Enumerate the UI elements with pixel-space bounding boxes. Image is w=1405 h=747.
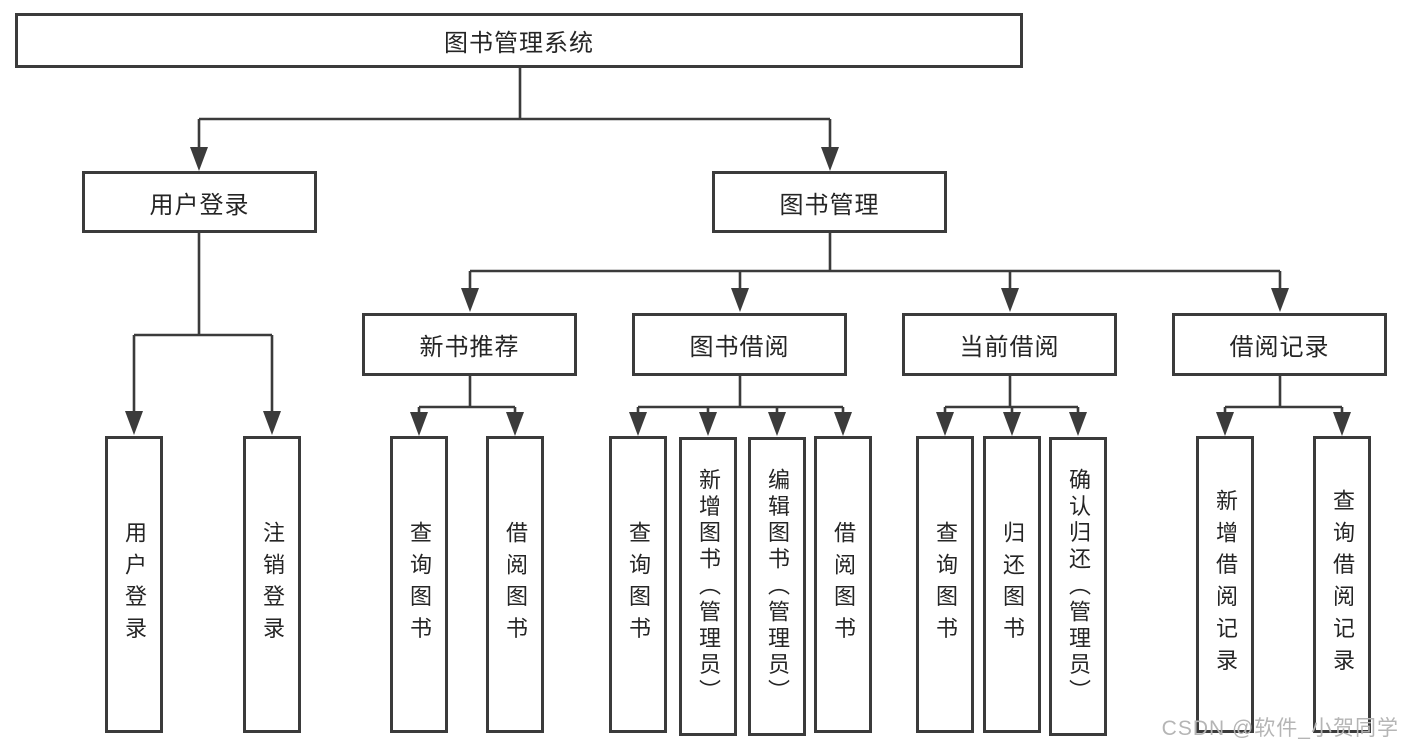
leaf-borrow-books-2-label: 借阅图书	[831, 520, 856, 649]
node-new-book-recommend: 新书推荐	[362, 313, 577, 376]
leaf-borrow-books-2: 借阅图书	[814, 436, 872, 733]
node-user-login: 用户登录	[82, 171, 317, 233]
node-borrow-records: 借阅记录	[1172, 313, 1387, 376]
leaf-borrow-books-recommend: 借阅图书	[486, 436, 544, 733]
leaf-query-books-current: 查询图书	[916, 436, 974, 733]
leaf-add-book-admin-label: 新增图书（管理员）	[696, 467, 721, 706]
node-book-management: 图书管理	[712, 171, 947, 233]
leaf-edit-book-admin-label: 编辑图书（管理员）	[765, 467, 790, 706]
leaf-confirm-return-admin-label: 确认归还（管理员）	[1066, 467, 1091, 706]
leaf-return-book: 归还图书	[983, 436, 1041, 733]
leaf-query-books-borrow: 查询图书	[609, 436, 667, 733]
leaf-query-borrow-record: 查询借阅记录	[1313, 436, 1371, 733]
node-root: 图书管理系统	[15, 13, 1023, 68]
node-user-login-label: 用户登录	[149, 191, 250, 219]
csdn-watermark: CSDN @软件_小贺同学	[1161, 717, 1399, 740]
leaf-confirm-return-admin: 确认归还（管理员）	[1049, 437, 1107, 736]
node-book-management-label: 图书管理	[779, 191, 880, 219]
leaf-user-login-label: 用户登录	[122, 520, 147, 649]
node-book-borrow: 图书借阅	[632, 313, 847, 376]
leaf-logout-label: 注销登录	[260, 520, 285, 649]
leaf-query-books-recommend: 查询图书	[390, 436, 448, 733]
leaf-add-borrow-record: 新增借阅记录	[1196, 436, 1254, 733]
leaf-add-book-admin: 新增图书（管理员）	[679, 437, 737, 736]
node-current-borrow: 当前借阅	[902, 313, 1117, 376]
leaf-query-books-recommend-label: 查询图书	[407, 520, 432, 649]
node-borrow-records-label: 借阅记录	[1229, 334, 1330, 361]
node-new-book-recommend-label: 新书推荐	[419, 334, 520, 361]
leaf-query-books-current-label: 查询图书	[933, 520, 958, 649]
node-root-label: 图书管理系统	[444, 30, 594, 57]
leaf-borrow-books-recommend-label: 借阅图书	[503, 520, 528, 649]
leaf-user-login: 用户登录	[105, 436, 163, 733]
leaf-logout: 注销登录	[243, 436, 301, 733]
leaf-query-borrow-record-label: 查询借阅记录	[1330, 488, 1355, 681]
leaf-return-book-label: 归还图书	[1000, 520, 1025, 649]
leaf-edit-book-admin: 编辑图书（管理员）	[748, 437, 806, 736]
leaf-add-borrow-record-label: 新增借阅记录	[1213, 488, 1238, 681]
node-current-borrow-label: 当前借阅	[959, 334, 1060, 361]
node-book-borrow-label: 图书借阅	[689, 334, 790, 361]
leaf-query-books-borrow-label: 查询图书	[626, 520, 651, 649]
